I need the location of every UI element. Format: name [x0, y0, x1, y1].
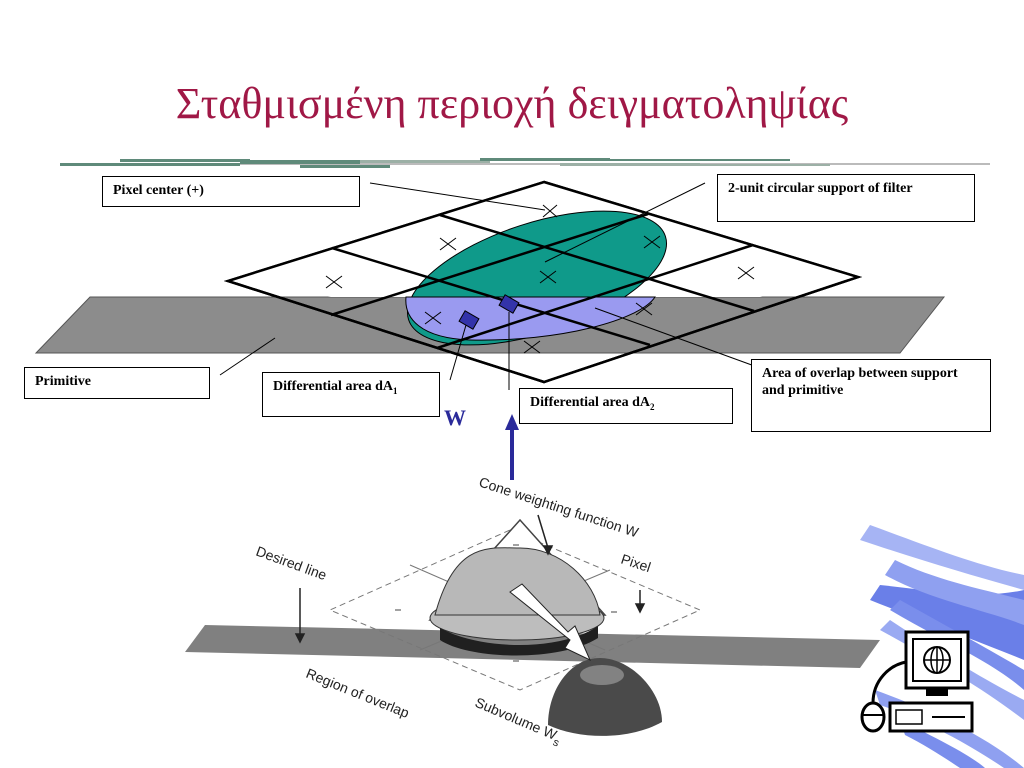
weight-label: W — [444, 405, 466, 430]
subvolume-blob — [548, 658, 662, 736]
differential-area-2 — [498, 294, 520, 314]
differential-area-1-label: Differential area dA1 — [262, 372, 440, 417]
leader-lines — [219, 182, 761, 390]
filter-support-label: 2-unit circular support of filter — [717, 174, 975, 222]
cone-weighting-label: Cone weighting function W — [477, 474, 641, 541]
primitive-text: Primitive — [35, 374, 91, 389]
filter-support-text: 2-unit circular support of filter — [728, 181, 913, 196]
differential-area-2-label: Differential area dA2 — [519, 388, 733, 424]
pixel-center-text: Pixel center (+) — [113, 183, 204, 198]
pixel-center-marks — [325, 204, 755, 354]
overlap-area-text: Area of overlap between support and prim… — [762, 366, 958, 398]
pixel-label: Pixel — [619, 551, 653, 576]
primitive-label: Primitive — [24, 367, 210, 399]
title-underline-bars — [60, 158, 990, 168]
pixel-grid-lines — [223, 180, 863, 384]
differential-area-1-sub: 1 — [393, 385, 398, 396]
pixel-center-label: Pixel center (+) — [102, 176, 360, 207]
computer-network-icon — [860, 525, 1024, 768]
differential-area-2-sub: 2 — [650, 401, 655, 412]
overlap-area-label: Area of overlap between support and prim… — [751, 359, 991, 432]
differential-area-2-text: Differential area dA — [530, 395, 651, 410]
slide-title: Σταθμισμένη περιοχή δειγματοληψίας — [175, 79, 849, 128]
desired-line-label: Desired line — [254, 543, 329, 583]
differential-area-1-text: Differential area dA — [273, 379, 394, 394]
